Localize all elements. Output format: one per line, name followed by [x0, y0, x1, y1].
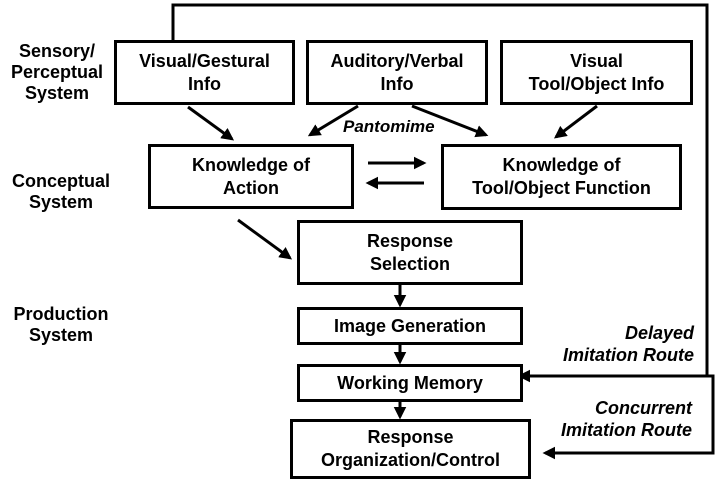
sensory-perceptual-system-label: Sensory/ Perceptual System — [10, 41, 104, 103]
arrow-action-to-response-selection — [237, 218, 293, 260]
working-memory-label: Working Memory — [337, 372, 483, 393]
arrow-visual-to-action — [187, 105, 235, 141]
pantomime-label: Pantomime — [343, 117, 435, 136]
production-system-label: Production System — [13, 304, 109, 345]
knowledge-of-tool-function-label: Knowledge of Tool/Object Function — [472, 155, 651, 198]
image-generation-box: Image Generation — [297, 307, 523, 345]
response-organization-control-box: Response Organization/Control — [290, 419, 531, 479]
visual-gestural-info-box: Visual/Gestural Info — [114, 40, 295, 105]
visual-gestural-info-label: Visual/Gestural Info — [139, 50, 270, 94]
knowledge-of-action-label: Knowledge of Action — [192, 154, 310, 198]
working-memory-box: Working Memory — [297, 364, 523, 402]
knowledge-of-tool-function-box: Knowledge of Tool/Object Function — [441, 144, 682, 210]
auditory-verbal-info-label: Auditory/Verbal Info — [330, 50, 464, 94]
concurrent-imitation-route-label: Concurrent Imitation Route — [561, 398, 692, 440]
delayed-imitation-route-label: Delayed Imitation Route — [563, 323, 694, 365]
auditory-verbal-info-box: Auditory/Verbal Info — [306, 40, 488, 105]
knowledge-of-action-box: Knowledge of Action — [148, 144, 354, 209]
visual-tool-object-info-label: Visual Tool/Object Info — [528, 50, 665, 94]
arrow-auditory-to-action — [307, 104, 359, 137]
image-generation-label: Image Generation — [333, 315, 487, 336]
response-selection-box: Response Selection — [297, 220, 523, 285]
response-selection-label: Response Selection — [366, 230, 454, 274]
concurrent-imitation-route-line — [542, 374, 715, 460]
visual-tool-object-info-box: Visual Tool/Object Info — [500, 40, 693, 105]
response-organization-control-label: Response Organization/Control — [321, 427, 500, 470]
delayed-imitation-route-line — [171, 3, 709, 383]
arrow-visual-tool-to-tool-function — [553, 104, 598, 139]
conceptual-system-label: Conceptual System — [11, 171, 110, 212]
arrow-auditory-to-tool-function — [411, 104, 489, 138]
